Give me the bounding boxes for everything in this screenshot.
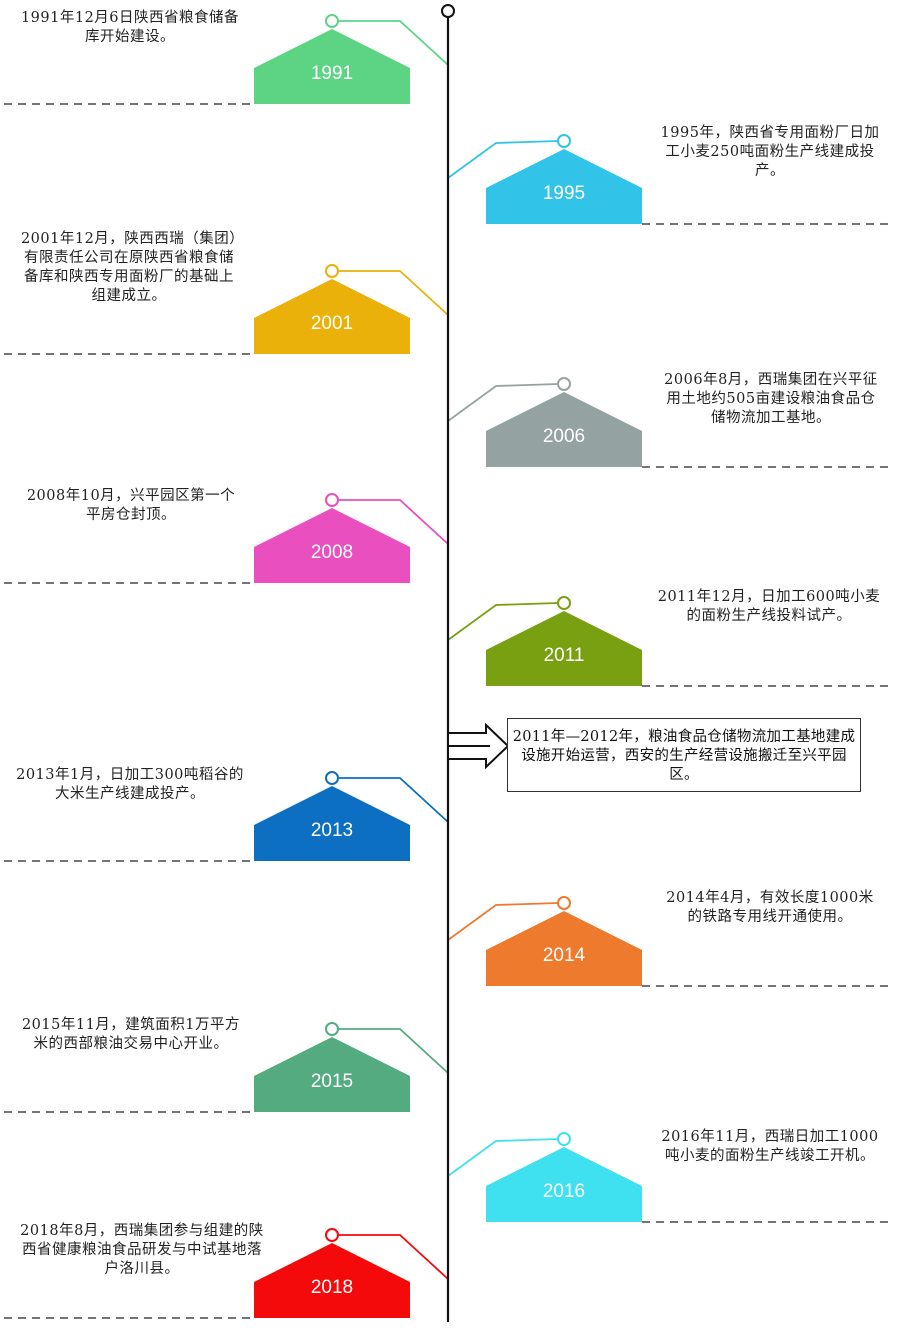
year-label-1991: 1991: [311, 63, 353, 84]
year-node-2018: [325, 1228, 339, 1242]
year-marker-2011: [486, 611, 642, 686]
event-description-2016: 2016年11月，西瑞日加工1000吨小麦的面粉生产线竣工开机。: [661, 1129, 879, 1164]
connector-2011: [447, 602, 559, 641]
event-description-2001: 2001年12月，陕西西瑞（集团）有限责任公司在原陕西省粮食储备库和陕西专用面粉…: [20, 231, 238, 304]
event-description-2018: 2018年8月，西瑞集团参与组建的陕西省健康粮油食品研发与中试基地落户洛川县。: [20, 1223, 264, 1277]
year-node-2008: [325, 493, 339, 507]
event-description-2013: 2013年1月，日加工300吨稻谷的大米生产线建成投产。: [16, 767, 244, 802]
year-node-2011: [557, 596, 571, 610]
connector-2015: [338, 1028, 449, 1074]
year-label-2001: 2001: [311, 313, 353, 334]
year-node-1995: [557, 134, 571, 148]
year-marker-2006: [486, 392, 642, 467]
year-node-2014: [557, 896, 571, 910]
year-label-2008: 2008: [311, 542, 353, 563]
callout-box: 2011年—2012年，粮油食品仓储物流加工基地建成设施开始运营，西安的生产经营…: [507, 718, 861, 792]
timeline-start-node: [441, 4, 455, 18]
connector-2018: [338, 1234, 449, 1280]
connector-2008: [338, 499, 449, 545]
year-marker-2013: [254, 786, 410, 861]
year-markers: 1991 1995 2001 2006 2008 2011 2013 2014 2015 2016…: [254, 14, 642, 1318]
event-description-2015: 2015年11月，建筑面积1万平方米的西部粮油交易中心开业。: [21, 1017, 241, 1052]
year-label-2011: 2011: [544, 645, 585, 666]
year-node-2006: [557, 377, 571, 391]
event-description-2011: 2011年12月，日加工600吨小麦的面粉生产线投料试产。: [657, 589, 881, 624]
event-description-2014: 2014年4月，有效长度1000米的铁路专用线开通使用。: [666, 890, 874, 925]
connector-2001: [338, 270, 449, 316]
year-label-2018: 2018: [311, 1277, 353, 1298]
year-label-2014: 2014: [543, 945, 586, 966]
year-marker-2001: [254, 279, 410, 354]
year-label-2015: 2015: [311, 1071, 353, 1092]
year-marker-1995: [486, 149, 642, 224]
connector-2006: [447, 383, 559, 422]
year-marker-2008: [254, 508, 410, 583]
year-marker-2014: [486, 911, 642, 986]
callout-arrow: [447, 722, 510, 770]
callout-text: 2011年—2012年，粮油食品仓储物流加工基地建成设施开始运营，西安的生产经营…: [512, 729, 856, 783]
connector-lines: [338, 20, 559, 1280]
year-label-2013: 2013: [311, 820, 353, 841]
year-label-2006: 2006: [543, 426, 585, 447]
event-description-2006: 2006年8月，西瑞集团在兴平征用土地约505亩建设粮油食品仓储物流加工基地。: [664, 372, 878, 426]
event-description-1991: 1991年12月6日陕西省粮食储备库开始建设。: [20, 10, 240, 45]
connector-1995: [447, 140, 559, 179]
year-marker-1991: [254, 29, 410, 104]
year-node-2001: [325, 264, 339, 278]
connector-2013: [338, 777, 449, 823]
connector-1991: [338, 20, 449, 66]
year-label-1995: 1995: [543, 183, 585, 204]
year-node-2016: [557, 1132, 571, 1146]
year-node-2013: [325, 771, 339, 785]
year-node-2015: [325, 1022, 339, 1036]
connector-2014: [447, 902, 559, 941]
event-description-1995: 1995年，陕西省专用面粉厂日加工小麦250吨面粉生产线建成投产。: [660, 125, 880, 179]
year-marker-2018: [254, 1243, 410, 1318]
year-marker-2016: [486, 1147, 642, 1222]
year-marker-2015: [254, 1037, 410, 1112]
event-description-2008: 2008年10月，兴平园区第一个平房仓封顶。: [26, 488, 236, 523]
connector-2016: [447, 1138, 559, 1177]
year-node-1991: [325, 14, 339, 28]
year-label-2016: 2016: [543, 1181, 585, 1202]
